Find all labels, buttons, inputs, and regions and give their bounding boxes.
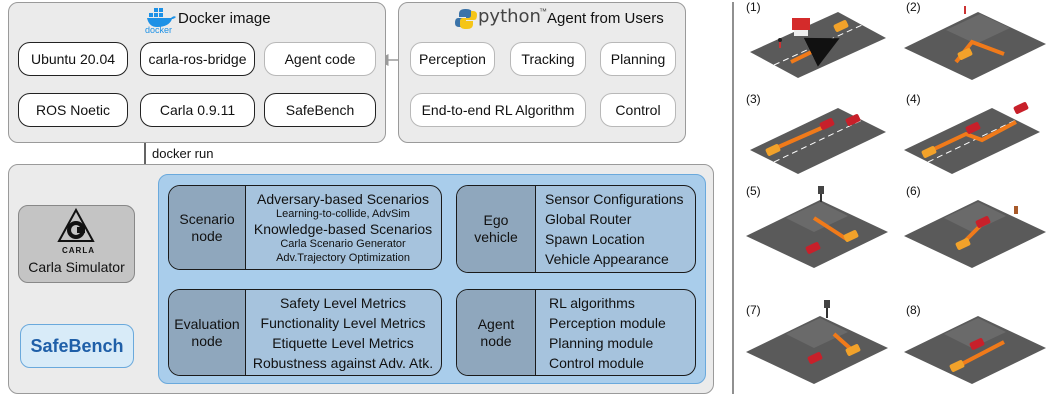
- scenario-number-8: (8): [906, 303, 921, 317]
- carla-ros-bridge-box: carla-ros-bridge: [140, 42, 255, 76]
- adversary-scenarios: Adversary-based Scenarios: [257, 190, 429, 207]
- knowledge-scenarios: Knowledge-based Scenarios: [253, 220, 433, 237]
- carla-simulator-label: Carla Simulator: [28, 259, 125, 275]
- eval-item: Etiquette Level Metrics: [272, 334, 414, 351]
- agent-node-label-1: Agent: [477, 315, 515, 332]
- ros-noetic-box: ROS Noetic: [18, 93, 128, 127]
- carla-version-box: Carla 0.9.11: [140, 93, 255, 127]
- scenario-number-2: (2): [906, 0, 921, 14]
- scenario-node-label-1: Scenario: [179, 210, 235, 227]
- scenario-number-3: (3): [746, 92, 761, 106]
- whale-icon: [147, 8, 176, 27]
- scenario-1-illustration: [750, 12, 886, 78]
- eval-item: Safety Level Metrics: [279, 294, 407, 311]
- scenario-2-illustration: [904, 6, 1046, 80]
- scenario-8-illustration: [904, 316, 1046, 384]
- scenario-illustrations: [746, 6, 1046, 384]
- carla-simulator-box: [18, 205, 135, 283]
- carla-logo-icon: [57, 208, 95, 242]
- scenario-4-illustration: [904, 102, 1040, 174]
- ego-item: Vehicle Appearance: [545, 251, 669, 267]
- agent-item: RL algorithms: [549, 294, 635, 311]
- ego-node-label-2: vehicle: [474, 229, 518, 245]
- scenario-node-label-2: node: [191, 227, 223, 244]
- ego-node-label-1: Ego: [483, 212, 509, 228]
- docker-logo-text: docker: [145, 25, 173, 35]
- python-panel-title: Agent from Users: [547, 10, 664, 27]
- scenario-3-illustration: [750, 108, 886, 174]
- planning-box: Planning: [600, 42, 676, 76]
- agent-code-box: Agent code: [264, 42, 376, 76]
- python-logo-tm: ™: [539, 7, 547, 16]
- eval-node-label-1: Evaluation: [174, 315, 240, 332]
- scenario-number-5: (5): [746, 184, 761, 198]
- python-icon: [455, 8, 477, 30]
- python-logo-text: python: [478, 6, 541, 27]
- docker-run-label: docker run: [152, 146, 214, 161]
- scenario-5-illustration: [746, 186, 888, 268]
- control-box: Control: [600, 93, 676, 127]
- agent-item: Planning module: [549, 334, 654, 351]
- agent-node-label-2: node: [480, 332, 512, 349]
- scenario-7-illustration: [746, 300, 888, 384]
- scenario-6-illustration: [904, 200, 1046, 268]
- rl-algorithm-box: End-to-end RL Algorithm: [410, 93, 586, 127]
- carla-logo-text: CARLA: [62, 246, 95, 255]
- eval-item: Functionality Level Metrics: [260, 314, 426, 331]
- docker-panel-title: Docker image: [178, 10, 271, 27]
- eval-item: Robustness against Adv. Atk.: [252, 354, 434, 371]
- ego-item: Sensor Configurations: [545, 191, 684, 207]
- scenario-number-4: (4): [906, 92, 921, 106]
- ubuntu-box: Ubuntu 20.04: [18, 42, 128, 76]
- adversary-examples: Learning-to-collide, AdvSim: [276, 207, 410, 220]
- scenario-number-1: (1): [746, 0, 761, 14]
- ego-item: Spawn Location: [545, 231, 645, 247]
- docker-logo: docker: [145, 7, 177, 37]
- scenario-number-7: (7): [746, 303, 761, 317]
- scenario-number-6: (6): [906, 184, 921, 198]
- knowledge-example-2: Adv.Trajectory Optimization: [276, 251, 410, 264]
- eval-node-label-2: node: [191, 332, 223, 349]
- perception-box: Perception: [410, 42, 495, 76]
- agent-item: Control module: [549, 354, 644, 371]
- safebench-box: SafeBench: [20, 324, 134, 368]
- agent-item: Perception module: [549, 314, 666, 331]
- ego-item: Global Router: [545, 211, 632, 227]
- knowledge-example-1: Carla Scenario Generator: [280, 237, 406, 250]
- safebench-docker-box: SafeBench: [264, 93, 376, 127]
- tracking-box: Tracking: [510, 42, 586, 76]
